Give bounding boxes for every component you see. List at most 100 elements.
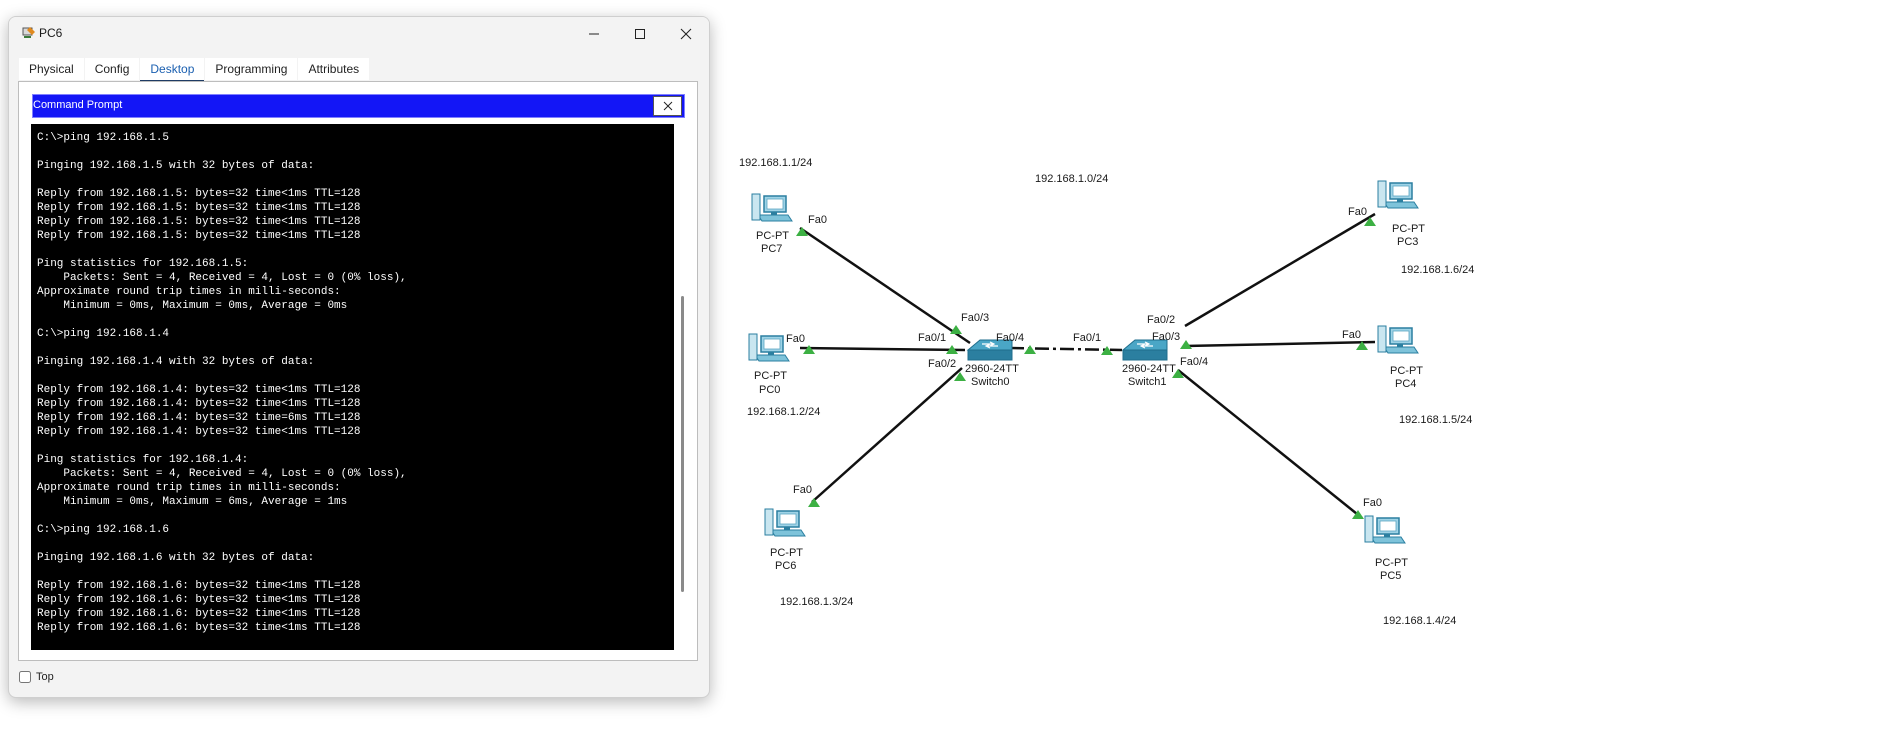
terminal-text: C:\>ping 192.168.1.5 Pinging 192.168.1.5… bbox=[37, 132, 407, 634]
pc7-name: PC7 bbox=[761, 243, 782, 255]
device-switch1[interactable]: 2960-24TT Switch1 bbox=[1122, 339, 1176, 388]
pc-icon bbox=[1377, 325, 1419, 354]
packet-tracer-app-icon bbox=[22, 27, 35, 38]
port-indicator bbox=[954, 372, 966, 381]
scrollbar-thumb[interactable] bbox=[681, 296, 684, 592]
top-checkbox-label: Top bbox=[36, 671, 54, 683]
title-bar[interactable]: PC6 bbox=[9, 17, 709, 51]
port-indicator bbox=[950, 325, 962, 334]
link-pc7-switch0[interactable] bbox=[799, 226, 971, 345]
port-indicator bbox=[1180, 340, 1192, 349]
tab-physical[interactable]: Physical bbox=[19, 58, 84, 80]
pc5-ip-label: 192.168.1.4/24 bbox=[1383, 615, 1456, 627]
pc4-port-label: Fa0 bbox=[1342, 329, 1361, 341]
command-prompt-title: Command Prompt bbox=[33, 99, 123, 111]
pc6-name: PC6 bbox=[775, 560, 796, 572]
port-indicator bbox=[1352, 510, 1364, 519]
switch0-port-fa0-2: Fa0/2 bbox=[928, 358, 956, 370]
switch-icon bbox=[1122, 339, 1168, 361]
link-switch1-pc4[interactable] bbox=[1184, 340, 1376, 348]
links bbox=[799, 212, 1376, 519]
device-pc7[interactable]: PC-PT PC7 bbox=[751, 193, 793, 255]
close-icon bbox=[680, 28, 692, 40]
port-indicator bbox=[1364, 217, 1376, 226]
pc4-ip-label: 192.168.1.5/24 bbox=[1399, 414, 1472, 426]
pc6-ip-label: 192.168.1.3/24 bbox=[780, 596, 853, 608]
port-indicator bbox=[1024, 345, 1036, 354]
device-pc4[interactable]: PC-PT PC4 bbox=[1377, 325, 1423, 390]
top-checkbox-row[interactable]: Top bbox=[19, 671, 54, 683]
pc6-type: PC-PT bbox=[770, 547, 803, 559]
tab-programming[interactable]: Programming bbox=[205, 58, 298, 80]
switch0-port-fa0-3: Fa0/3 bbox=[961, 312, 989, 324]
tab-config[interactable]: Config bbox=[84, 58, 140, 80]
port-indicator bbox=[946, 345, 958, 354]
port-indicator bbox=[1356, 341, 1368, 350]
switch1-model: 2960-24TT bbox=[1122, 363, 1176, 375]
pc0-type: PC-PT bbox=[754, 370, 787, 382]
maximize-button[interactable] bbox=[617, 17, 663, 51]
pc7-port-label: Fa0 bbox=[808, 214, 827, 226]
link-pc6-switch0[interactable] bbox=[811, 367, 963, 503]
close-icon bbox=[663, 101, 672, 111]
pc-icon bbox=[764, 508, 806, 537]
link-pc0-switch0[interactable] bbox=[799, 346, 966, 352]
port-indicators bbox=[796, 217, 1376, 519]
pc7-type: PC-PT bbox=[756, 230, 789, 242]
network-label: 192.168.1.0/24 bbox=[1035, 173, 1108, 185]
port-indicator bbox=[808, 498, 820, 507]
pc5-type: PC-PT bbox=[1375, 557, 1408, 569]
maximize-icon bbox=[635, 29, 645, 39]
device-tabs: Physical Config Desktop Programming Attr… bbox=[19, 58, 370, 83]
pc3-type: PC-PT bbox=[1392, 223, 1425, 235]
terminal-output[interactable]: C:\>ping 192.168.1.5 Pinging 192.168.1.5… bbox=[31, 124, 674, 650]
pc3-port-label: Fa0 bbox=[1348, 206, 1367, 218]
switch1-name: Switch1 bbox=[1128, 376, 1167, 388]
port-indicator bbox=[1101, 346, 1113, 355]
port-indicator bbox=[796, 227, 808, 236]
top-checkbox[interactable] bbox=[19, 671, 31, 683]
pc-icon bbox=[748, 333, 790, 362]
device-pc3[interactable]: PC-PT PC3 bbox=[1377, 180, 1425, 248]
pc-icon bbox=[1377, 180, 1419, 209]
minimize-icon bbox=[589, 33, 599, 35]
device-pc5[interactable]: PC-PT PC5 bbox=[1364, 515, 1408, 582]
switch0-name: Switch0 bbox=[971, 376, 1010, 388]
device-pc0[interactable]: PC-PT PC0 bbox=[748, 333, 790, 396]
pc-icon bbox=[751, 193, 793, 222]
command-prompt-close-button[interactable] bbox=[653, 96, 682, 116]
pc0-name: PC0 bbox=[759, 384, 780, 396]
window-title: PC6 bbox=[39, 26, 63, 40]
port-indicator bbox=[803, 345, 815, 354]
link-switch1-pc5[interactable] bbox=[1177, 369, 1363, 519]
switch1-port-fa0-2: Fa0/2 bbox=[1147, 314, 1175, 326]
switch1-port-fa0-4: Fa0/4 bbox=[1180, 356, 1208, 368]
pc4-type: PC-PT bbox=[1390, 365, 1423, 377]
pc0-ip-label: 192.168.1.2/24 bbox=[747, 406, 820, 418]
minimize-button[interactable] bbox=[571, 17, 617, 51]
close-window-button[interactable] bbox=[663, 17, 709, 51]
switch1-port-fa0-3: Fa0/3 bbox=[1152, 331, 1180, 343]
switch0-port-fa0-4: Fa0/4 bbox=[996, 332, 1024, 344]
pc-icon bbox=[1364, 515, 1406, 544]
terminal-scrollbar[interactable] bbox=[675, 124, 691, 650]
device-pc6[interactable]: PC-PT PC6 bbox=[764, 508, 806, 572]
pc3-ip-label: 192.168.1.6/24 bbox=[1401, 264, 1474, 276]
tab-attributes[interactable]: Attributes bbox=[298, 58, 370, 80]
pc0-port-label: Fa0 bbox=[786, 333, 805, 345]
pc6-window: PC6 Physical Config Desktop Programming … bbox=[8, 16, 710, 698]
port-indicator bbox=[1172, 369, 1184, 378]
switch0-model: 2960-24TT bbox=[965, 363, 1019, 375]
device-switch0[interactable]: 2960-24TT Switch0 bbox=[965, 339, 1019, 388]
pc4-name: PC4 bbox=[1395, 378, 1416, 390]
pc5-port-label: Fa0 bbox=[1363, 497, 1382, 509]
link-switch1-pc3[interactable] bbox=[1184, 212, 1376, 328]
pc6-port-label: Fa0 bbox=[793, 484, 812, 496]
pc3-name: PC3 bbox=[1397, 236, 1418, 248]
switch1-port-fa0-1: Fa0/1 bbox=[1073, 332, 1101, 344]
pc5-name: PC5 bbox=[1380, 570, 1401, 582]
switch0-port-fa0-1: Fa0/1 bbox=[918, 332, 946, 344]
command-prompt-bar: Command Prompt bbox=[32, 94, 685, 118]
pc7-ip-label: 192.168.1.1/24 bbox=[739, 157, 812, 169]
